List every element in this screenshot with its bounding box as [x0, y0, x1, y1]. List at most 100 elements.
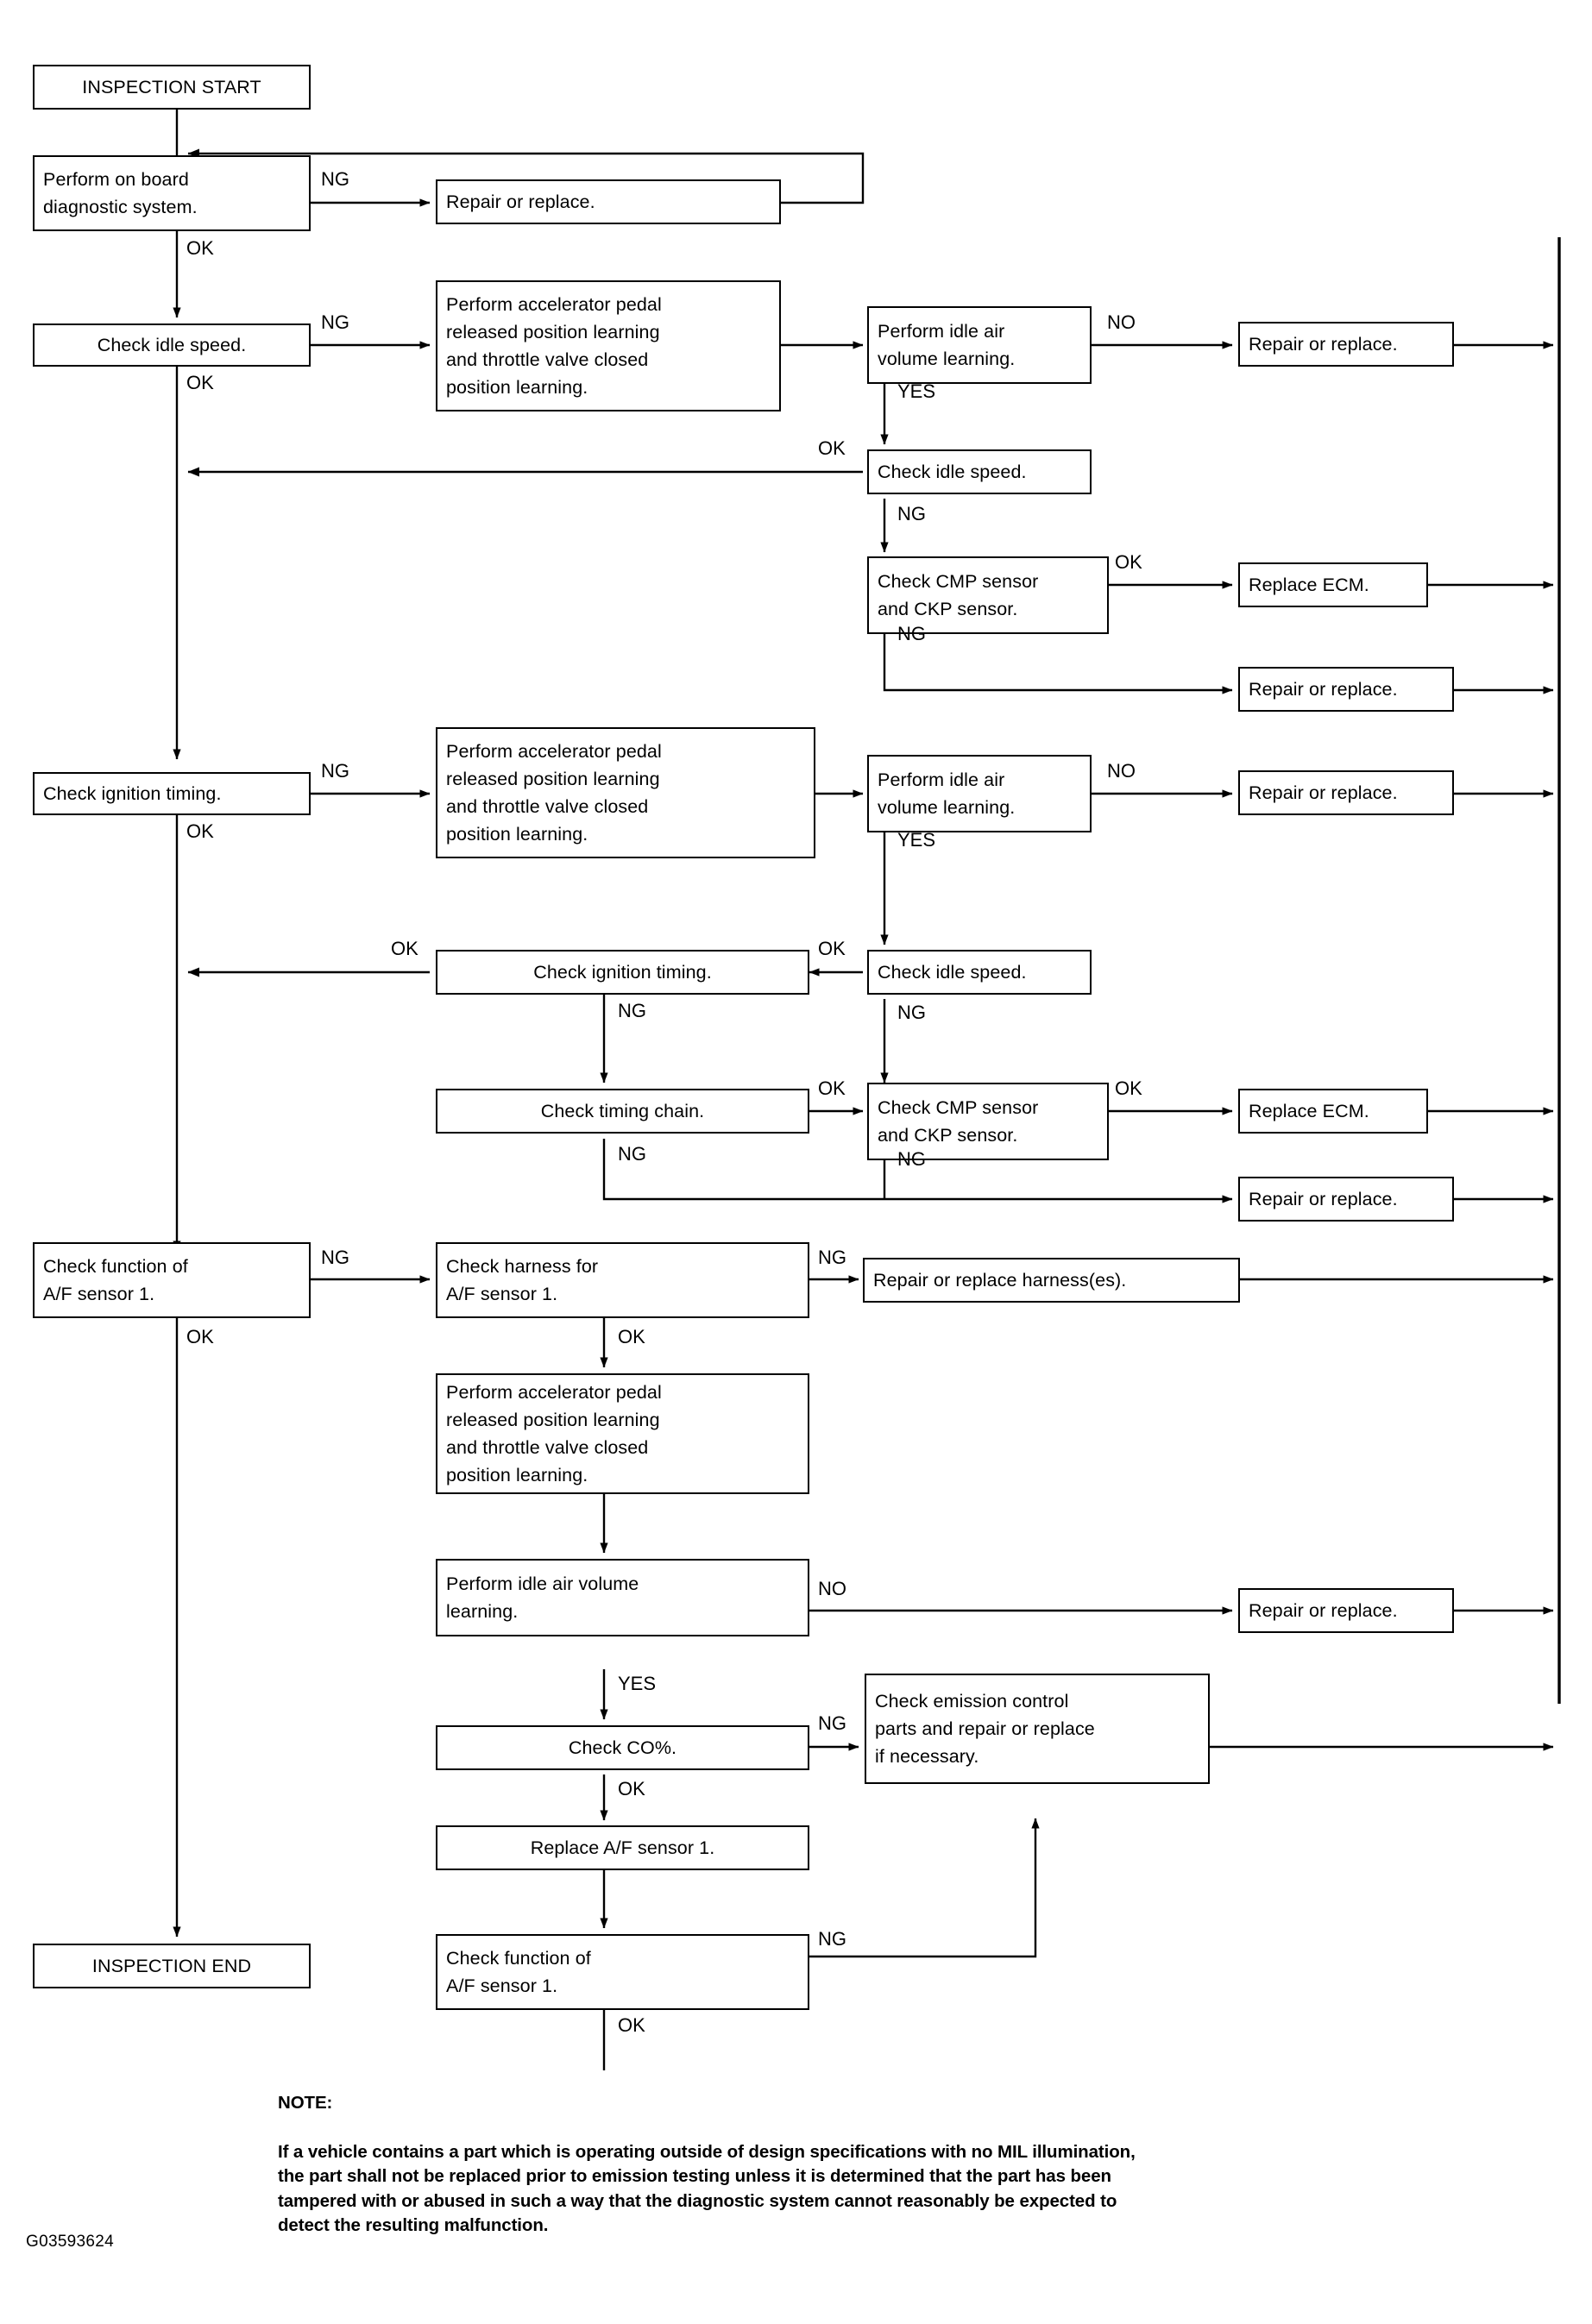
node-check-emission-control[interactable]: Check emission control parts and repair …: [865, 1674, 1210, 1784]
node-label: Repair or replace.: [1249, 679, 1398, 700]
edge-label-harness-ok: OK: [618, 1326, 645, 1347]
note-block: NOTE: If a vehicle contains a part which…: [278, 2066, 1503, 2239]
edge-label-ign1-ng: NG: [321, 760, 349, 782]
node-label: Perform accelerator pedal released posit…: [446, 294, 662, 398]
node-label: Perform idle air volume learning.: [878, 321, 1016, 369]
node-label: Replace ECM.: [1249, 1101, 1369, 1121]
node-repair-replace-3[interactable]: Repair or replace.: [1238, 667, 1454, 712]
node-inspection-start[interactable]: INSPECTION START: [33, 65, 311, 110]
edge-label-iav1-yes: YES: [897, 380, 936, 402]
node-check-ignition-timing-1[interactable]: Check ignition timing.: [33, 772, 311, 815]
node-check-timing-chain[interactable]: Check timing chain.: [436, 1089, 809, 1134]
node-label: Replace A/F sensor 1.: [530, 1837, 715, 1858]
node-inspection-end[interactable]: INSPECTION END: [33, 1944, 311, 1988]
edge-label-iav3-yes: YES: [618, 1673, 657, 1694]
edge-label-iav2-no: NO: [1107, 760, 1136, 782]
node-label: Check CMP sensor and CKP sensor.: [878, 571, 1039, 619]
node-label: Check function of A/F sensor 1.: [43, 1256, 188, 1304]
edge-label-co-ng: NG: [818, 1712, 846, 1734]
edge-label-harness-ng: NG: [818, 1247, 846, 1268]
edge-label-idle3-ok: OK: [818, 938, 846, 959]
node-replace-ecm-2[interactable]: Replace ECM.: [1238, 1089, 1428, 1134]
node-label: INSPECTION START: [82, 77, 261, 97]
node-repair-replace-harness[interactable]: Repair or replace harness(es).: [863, 1258, 1240, 1303]
node-replace-af-sensor[interactable]: Replace A/F sensor 1.: [436, 1825, 809, 1870]
node-label: Perform idle air volume learning.: [878, 769, 1016, 818]
node-label: Check CO%.: [568, 1737, 677, 1758]
node-label: Repair or replace harness(es).: [873, 1270, 1127, 1291]
node-perform-obd[interactable]: Perform on board diagnostic system.: [33, 155, 311, 231]
node-label: Check harness for A/F sensor 1.: [446, 1256, 599, 1304]
edge-label-co-ok: OK: [618, 1778, 645, 1800]
note-body: If a vehicle contains a part which is op…: [278, 2141, 1136, 2236]
node-label: Perform accelerator pedal released posit…: [446, 1382, 662, 1485]
edge-label-af1-ng: NG: [321, 1247, 349, 1268]
node-label: Repair or replace.: [1249, 334, 1398, 355]
edge-label-cmp2-ok: OK: [1115, 1077, 1142, 1099]
node-perform-iav-1[interactable]: Perform idle air volume learning.: [867, 306, 1092, 384]
node-check-af-harness[interactable]: Check harness for A/F sensor 1.: [436, 1242, 809, 1318]
node-repair-replace-4[interactable]: Repair or replace.: [1238, 770, 1454, 815]
node-label: Perform on board diagnostic system.: [43, 169, 198, 217]
figure-id: G03593624: [26, 2233, 115, 2251]
edge-label-af2-ok: OK: [618, 2014, 645, 2036]
node-label: Repair or replace.: [1249, 1600, 1398, 1621]
node-perform-apl-2[interactable]: Perform accelerator pedal released posit…: [436, 727, 815, 858]
node-label: Repair or replace.: [446, 192, 595, 212]
node-replace-ecm-1[interactable]: Replace ECM.: [1238, 562, 1428, 607]
node-repair-replace-5[interactable]: Repair or replace.: [1238, 1177, 1454, 1222]
node-label: Check idle speed.: [878, 462, 1027, 482]
edge-label-cmp1-ok: OK: [1115, 551, 1142, 573]
edge-label-cmp1-ng: NG: [897, 623, 926, 644]
node-repair-replace-2[interactable]: Repair or replace.: [1238, 322, 1454, 367]
node-perform-apl-3[interactable]: Perform accelerator pedal released posit…: [436, 1373, 809, 1494]
node-label: Perform accelerator pedal released posit…: [446, 741, 662, 845]
node-label: Check timing chain.: [540, 1101, 705, 1121]
edge-label-ign1-ok: OK: [186, 820, 214, 842]
node-repair-replace-6[interactable]: Repair or replace.: [1238, 1588, 1454, 1633]
node-check-ignition-timing-2[interactable]: Check ignition timing.: [436, 950, 809, 995]
edge-label-idle2-ok: OK: [818, 437, 846, 459]
node-perform-iav-3[interactable]: Perform idle air volume learning.: [436, 1559, 809, 1636]
node-check-af-function-2[interactable]: Check function of A/F sensor 1.: [436, 1934, 809, 2010]
node-perform-iav-2[interactable]: Perform idle air volume learning.: [867, 755, 1092, 832]
edge-label-idle3-ng: NG: [897, 1002, 926, 1023]
edge-label-ign2-ok: OK: [391, 938, 418, 959]
node-check-co[interactable]: Check CO%.: [436, 1725, 809, 1770]
edge-label-af2-ng: NG: [818, 1928, 846, 1950]
node-perform-apl-1[interactable]: Perform accelerator pedal released posit…: [436, 280, 781, 411]
node-repair-replace-1[interactable]: Repair or replace.: [436, 179, 781, 224]
node-label: Check emission control parts and repair …: [875, 1691, 1095, 1767]
edge-label-chain-ng: NG: [618, 1143, 646, 1165]
edge-label-idle1-ok: OK: [186, 372, 214, 393]
node-check-cmp-ckp-1[interactable]: Check CMP sensor and CKP sensor.: [867, 556, 1109, 634]
node-label: Check idle speed.: [878, 962, 1027, 983]
node-label: INSPECTION END: [91, 1956, 252, 1976]
edge-label-idle2-ng: NG: [897, 503, 926, 524]
node-label: Check ignition timing.: [43, 783, 222, 804]
edge-label-obd-ng: NG: [321, 168, 349, 190]
node-check-idle-speed-2[interactable]: Check idle speed.: [867, 449, 1092, 494]
edge-label-iav2-yes: YES: [897, 829, 936, 851]
node-check-af-function-1[interactable]: Check function of A/F sensor 1.: [33, 1242, 311, 1318]
note-header: NOTE:: [278, 2092, 333, 2113]
edge-label-iav1-no: NO: [1107, 311, 1136, 333]
node-check-cmp-ckp-2[interactable]: Check CMP sensor and CKP sensor.: [867, 1083, 1109, 1160]
edge-label-chain-ok: OK: [818, 1077, 846, 1099]
node-label: Check function of A/F sensor 1.: [446, 1948, 591, 1996]
edge-label-af1-ok: OK: [186, 1326, 214, 1347]
node-check-idle-speed-1[interactable]: Check idle speed.: [33, 323, 311, 367]
node-label: Perform idle air volume learning.: [446, 1573, 639, 1622]
edge-label-cmp2-ng: NG: [897, 1148, 926, 1170]
node-label: Replace ECM.: [1249, 575, 1369, 595]
node-label: Repair or replace.: [1249, 782, 1398, 803]
node-label: Check CMP sensor and CKP sensor.: [878, 1097, 1039, 1146]
edge-label-idle1-ng: NG: [321, 311, 349, 333]
edge-label-iav3-no: NO: [818, 1578, 846, 1599]
node-check-idle-speed-3[interactable]: Check idle speed.: [867, 950, 1092, 995]
node-label: Check ignition timing.: [533, 962, 712, 983]
node-label: Repair or replace.: [1249, 1189, 1398, 1209]
node-label: Check idle speed.: [97, 335, 247, 355]
